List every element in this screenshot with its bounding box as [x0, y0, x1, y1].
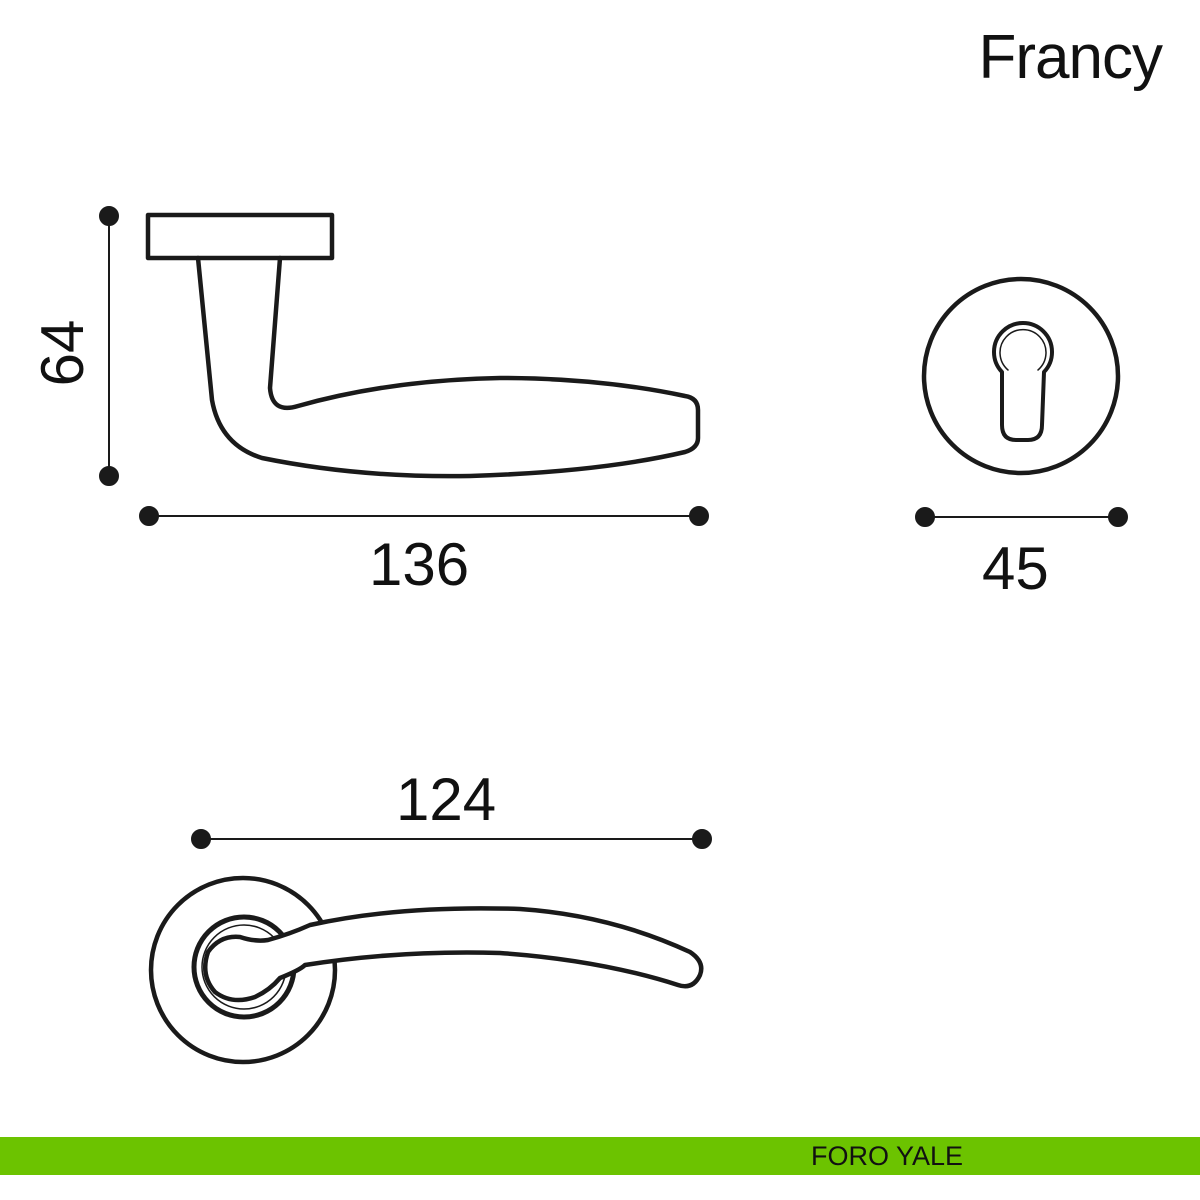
dim-dot: [99, 206, 119, 226]
top-rosette: [148, 875, 338, 1065]
dim-dot: [139, 506, 159, 526]
footer-bar: [0, 1137, 1200, 1175]
keyhole-inner: [999, 328, 1047, 371]
dim-rosette-diameter: 45: [982, 535, 1049, 602]
dim-dot: [689, 506, 709, 526]
escutcheon: [921, 276, 1121, 476]
product-title: Francy: [978, 23, 1163, 92]
dim-dot: [915, 507, 935, 527]
top-handle: [202, 906, 704, 1003]
dim-dot: [1108, 507, 1128, 527]
dim-height: 64: [29, 319, 96, 387]
side-handle: [195, 255, 701, 479]
dim-length: 136: [369, 531, 470, 598]
footer-label: FORO YALE: [811, 1141, 964, 1171]
dim-dot: [99, 466, 119, 486]
dim-dot: [191, 829, 211, 849]
side-rosette: [145, 212, 335, 261]
dim-top-length: 124: [396, 766, 497, 833]
keyhole: [992, 321, 1054, 442]
dim-dot: [692, 829, 712, 849]
